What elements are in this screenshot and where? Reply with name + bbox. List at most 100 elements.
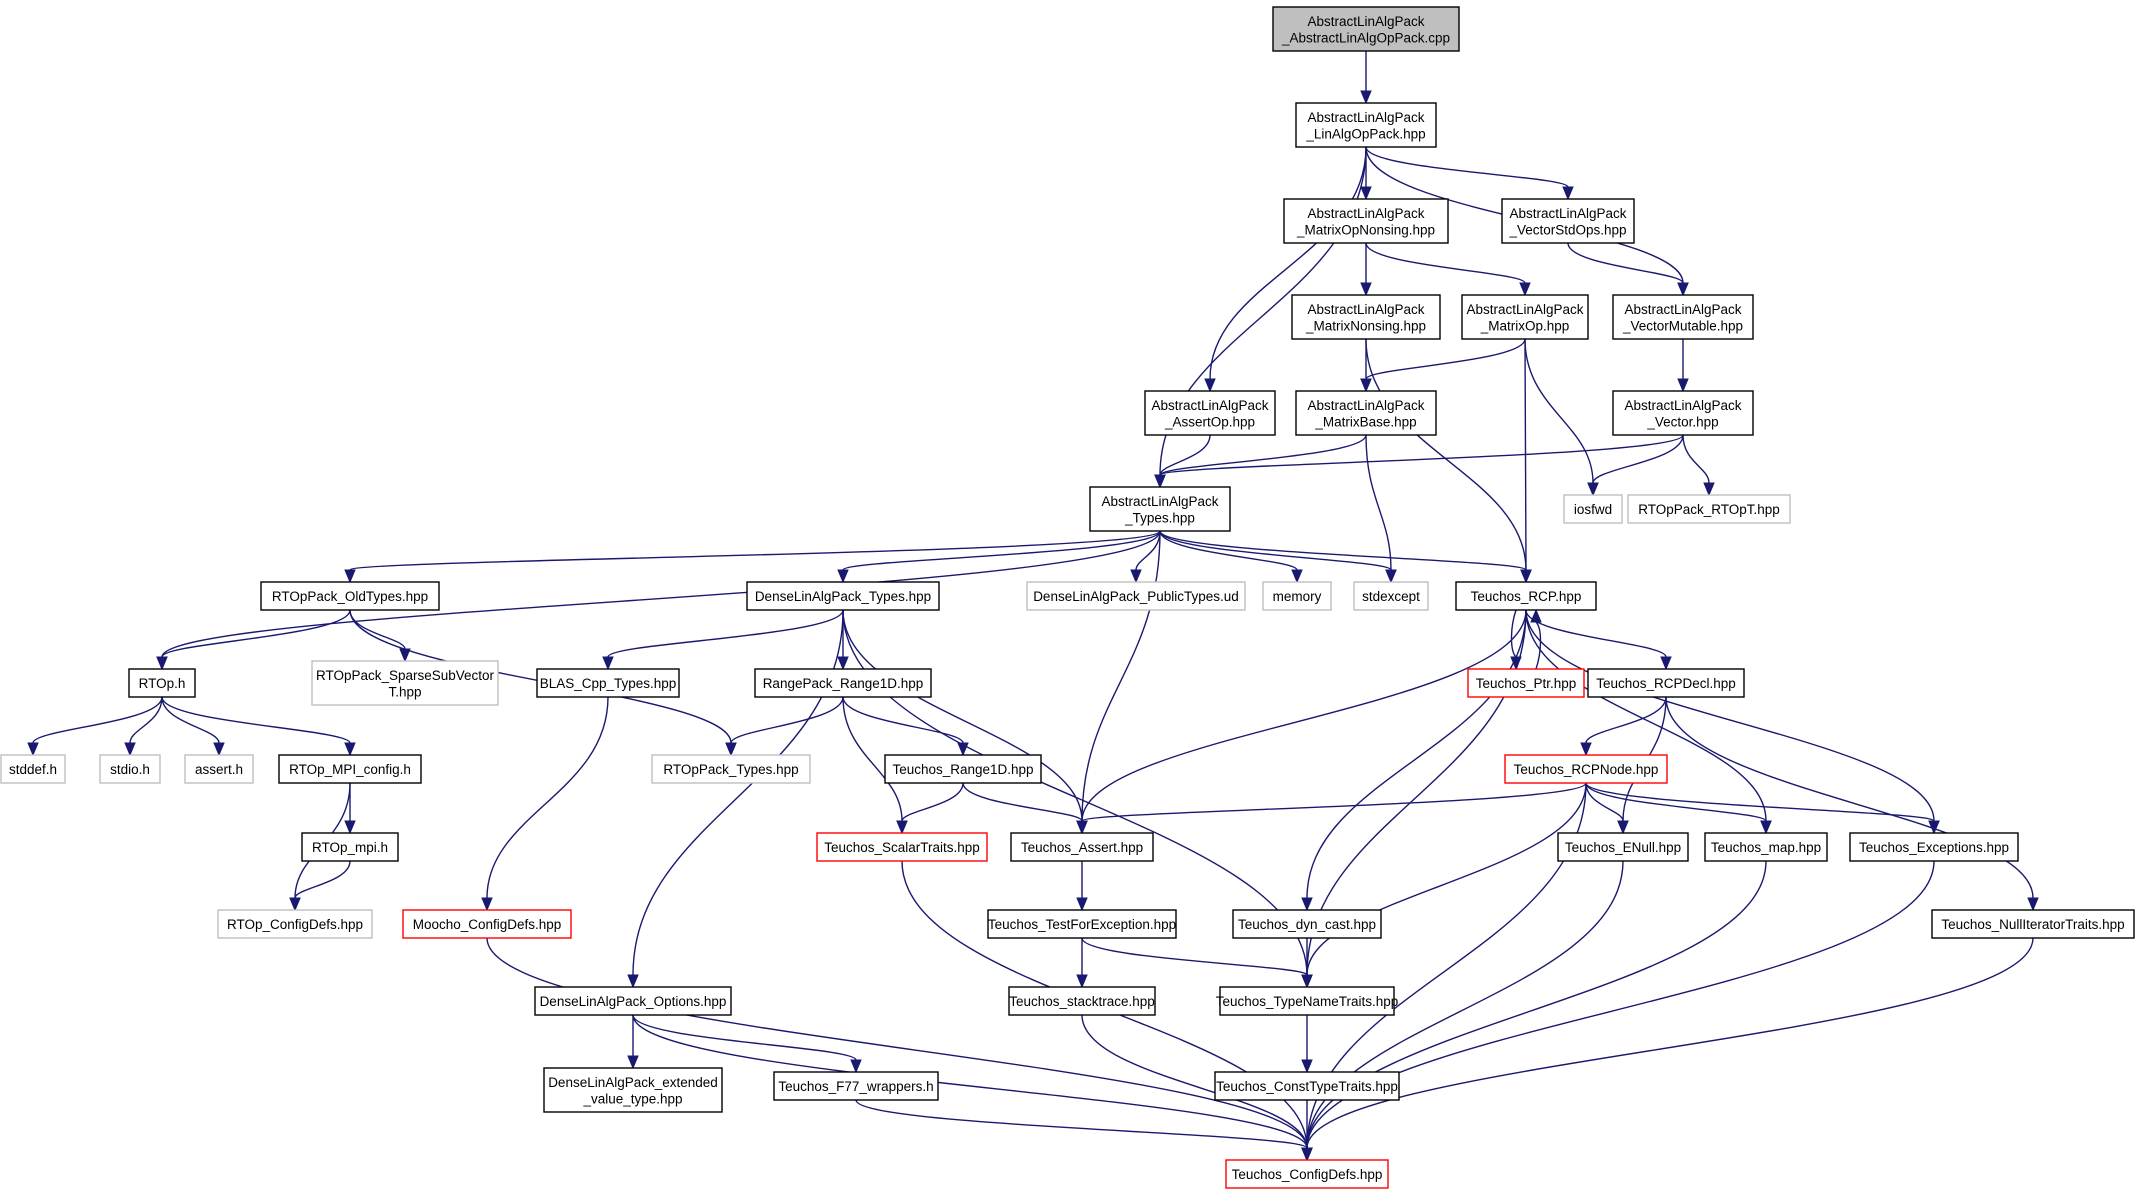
node-stacktrace[interactable]: Teuchos_stacktrace.hpp xyxy=(1008,986,1156,1016)
node-dltypes[interactable]: DenseLinAlgPack_Types.hpp xyxy=(746,581,940,611)
node-label: T.hpp xyxy=(388,684,421,699)
node-typename[interactable]: Teuchos_TypeNameTraits.hpp xyxy=(1216,986,1399,1016)
node-scalartraits[interactable]: Teuchos_ScalarTraits.hpp xyxy=(816,832,988,862)
node-vector[interactable]: AbstractLinAlgPack_Vector.hpp xyxy=(1612,390,1754,436)
node-moocho[interactable]: Moocho_ConfigDefs.hpp xyxy=(402,909,572,939)
node-stddef[interactable]: stddef.h xyxy=(0,754,66,784)
edge-matopnonsing-to-matop xyxy=(1365,242,1531,297)
node-box xyxy=(1587,668,1745,698)
node-box xyxy=(1461,294,1589,340)
node-blas[interactable]: BLAS_Cpp_Types.hpp xyxy=(536,668,680,698)
edge-vector-to-types xyxy=(1154,434,1684,489)
node-label: _MatrixNonsing.hpp xyxy=(1305,318,1426,333)
node-root[interactable]: AbstractLinAlgPack_AbstractLinAlgOpPack.… xyxy=(1272,6,1460,52)
node-box xyxy=(217,909,373,939)
node-range1d[interactable]: RangePack_Range1D.hpp xyxy=(754,668,932,698)
node-texcept[interactable]: Teuchos_Exceptions.hpp xyxy=(1849,832,2019,862)
node-label: AbstractLinAlgPack xyxy=(1307,398,1424,413)
node-assertop[interactable]: AbstractLinAlgPack_AssertOp.hpp xyxy=(1144,390,1276,436)
node-box xyxy=(1272,6,1460,52)
node-dlext[interactable]: DenseLinAlgPack_extended_value_type.hpp xyxy=(543,1067,723,1113)
node-box xyxy=(1563,494,1623,524)
node-box xyxy=(1291,294,1441,340)
node-nulliter[interactable]: Teuchos_NullIteratorTraits.hpp xyxy=(1931,909,2135,939)
node-box xyxy=(1008,986,1156,1016)
node-rcpdecl[interactable]: Teuchos_RCPDecl.hpp xyxy=(1587,668,1745,698)
node-label: Teuchos_TestForException.hpp xyxy=(988,917,1176,932)
node-box xyxy=(651,754,811,784)
edge-linalgop-to-assertop xyxy=(1204,146,1367,393)
node-matnonsing[interactable]: AbstractLinAlgPack_MatrixNonsing.hpp xyxy=(1291,294,1441,340)
edge-range1d-to-rtoptypes xyxy=(725,696,844,757)
node-label: AbstractLinAlgPack xyxy=(1466,302,1583,317)
node-label: memory xyxy=(1273,589,1322,604)
node-label: stddef.h xyxy=(9,762,57,777)
node-box xyxy=(1219,986,1395,1016)
edge-matopnonsing-to-matnonsing xyxy=(1360,242,1372,297)
node-label: Moocho_ConfigDefs.hpp xyxy=(413,917,562,932)
node-label: DenseLinAlgPack_Types.hpp xyxy=(755,589,931,604)
node-box xyxy=(1612,390,1754,436)
node-consttype[interactable]: Teuchos_ConstTypeTraits.hpp xyxy=(1214,1071,1400,1101)
node-testforexc[interactable]: Teuchos_TestForException.hpp xyxy=(987,909,1177,939)
node-types[interactable]: AbstractLinAlgPack_Types.hpp xyxy=(1089,486,1231,532)
node-label: _AbstractLinAlgOpPack.cpp xyxy=(1281,30,1450,45)
node-rtopconf[interactable]: RTOp_ConfigDefs.hpp xyxy=(217,909,373,939)
node-tmap[interactable]: Teuchos_map.hpp xyxy=(1704,832,1828,862)
node-label: Teuchos_stacktrace.hpp xyxy=(1009,994,1155,1009)
node-mpiconfig[interactable]: RTOp_MPI_config.h xyxy=(278,754,422,784)
node-rtopt[interactable]: RTOpPack_RTOpT.hpp xyxy=(1627,494,1791,524)
node-rtopmpi[interactable]: RTOp_mpi.h xyxy=(301,832,399,862)
node-enull[interactable]: Teuchos_ENull.hpp xyxy=(1557,832,1689,862)
node-iosfwd[interactable]: iosfwd xyxy=(1563,494,1623,524)
node-label: Teuchos_dyn_cast.hpp xyxy=(1238,917,1376,932)
node-memory[interactable]: memory xyxy=(1262,581,1332,611)
node-rcp[interactable]: Teuchos_RCP.hpp xyxy=(1455,581,1597,611)
node-box xyxy=(99,754,161,784)
node-label: RTOpPack_OldTypes.hpp xyxy=(272,589,428,604)
node-label: iosfwd xyxy=(1574,502,1612,517)
node-matop[interactable]: AbstractLinAlgPack_MatrixOp.hpp xyxy=(1461,294,1589,340)
node-box xyxy=(1931,909,2135,939)
node-dyncast[interactable]: Teuchos_dyn_cast.hpp xyxy=(1232,909,1382,939)
edge-tassert-to-testforexc xyxy=(1076,860,1088,912)
node-matbase[interactable]: AbstractLinAlgPack_MatrixBase.hpp xyxy=(1295,390,1437,436)
edge-dltypes-to-tassert xyxy=(842,609,1088,835)
node-rtoph[interactable]: RTOp.h xyxy=(128,668,196,698)
node-vecstdops[interactable]: AbstractLinAlgPack_VectorStdOps.hpp xyxy=(1501,198,1635,244)
edge-types-to-tassert xyxy=(1076,530,1161,835)
node-linalgop[interactable]: AbstractLinAlgPack_LinAlgOpPack.hpp xyxy=(1295,102,1437,148)
node-box xyxy=(536,668,680,698)
node-label: RTOp_mpi.h xyxy=(312,840,388,855)
node-dlpub[interactable]: DenseLinAlgPack_PublicTypes.ud xyxy=(1026,581,1246,611)
node-box xyxy=(1232,909,1382,939)
edge-rcp-to-tassert xyxy=(1076,609,1527,835)
edge-types-to-dltypes xyxy=(837,530,1161,584)
edge-rcpdecl-to-nulliter xyxy=(1665,696,2039,912)
node-box xyxy=(1627,494,1791,524)
node-matopnonsing[interactable]: AbstractLinAlgPack_MatrixOpNonsing.hpp xyxy=(1283,198,1449,244)
node-label: _MatrixOp.hpp xyxy=(1480,318,1570,333)
node-asserth[interactable]: assert.h xyxy=(184,754,254,784)
node-rcpnode[interactable]: Teuchos_RCPNode.hpp xyxy=(1504,754,1668,784)
node-f77[interactable]: Teuchos_F77_wrappers.h xyxy=(773,1071,939,1101)
edge-rcpnode-to-typename xyxy=(1301,782,1587,989)
edge-rtopmpi-to-rtopconf xyxy=(289,860,351,912)
node-rtoptypes[interactable]: RTOpPack_Types.hpp xyxy=(651,754,811,784)
node-box xyxy=(1504,754,1668,784)
node-tassert[interactable]: Teuchos_Assert.hpp xyxy=(1010,832,1154,862)
edge-typename-to-consttype xyxy=(1301,1015,1313,1074)
node-box xyxy=(1295,390,1437,436)
edge-trange1d-to-scalartraits xyxy=(896,782,964,835)
node-trange1d[interactable]: Teuchos_Range1D.hpp xyxy=(884,754,1042,784)
node-box xyxy=(1295,102,1437,148)
node-stdio[interactable]: stdio.h xyxy=(99,754,161,784)
node-dlopts[interactable]: DenseLinAlgPack_Options.hpp xyxy=(534,986,732,1016)
node-oldtypes[interactable]: RTOpPack_OldTypes.hpp xyxy=(260,581,440,611)
node-vecmut[interactable]: AbstractLinAlgPack_VectorMutable.hpp xyxy=(1612,294,1754,340)
node-tconfig[interactable]: Teuchos_ConfigDefs.hpp xyxy=(1225,1159,1389,1189)
node-label: AbstractLinAlgPack xyxy=(1307,302,1424,317)
node-stdexcept[interactable]: stdexcept xyxy=(1353,581,1429,611)
node-ptr[interactable]: Teuchos_Ptr.hpp xyxy=(1467,668,1585,698)
